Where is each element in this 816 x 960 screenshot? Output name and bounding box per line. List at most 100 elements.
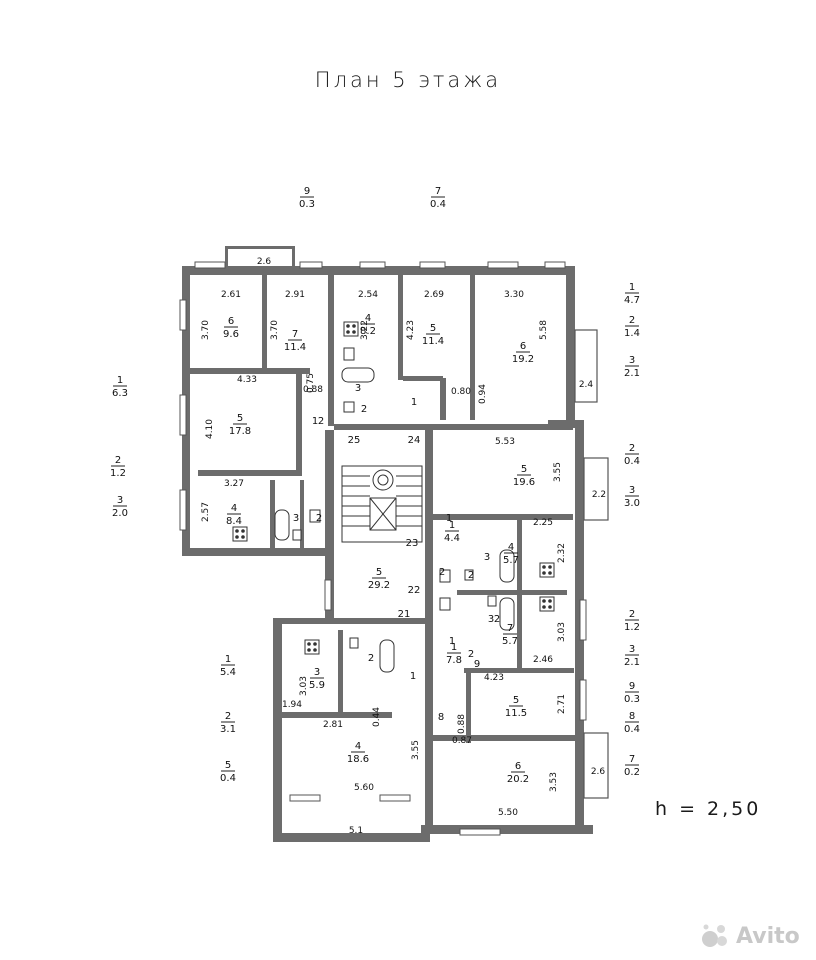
room-index-number: 2 bbox=[439, 567, 445, 578]
dimension-label: 5.60 bbox=[354, 783, 374, 793]
outside-label-area: 5.4 bbox=[220, 667, 236, 678]
dimension-label: 5.58 bbox=[539, 320, 549, 340]
dimension-label: 2.71 bbox=[557, 694, 567, 714]
dimension-label: 2.91 bbox=[285, 290, 305, 300]
avito-logo-icon bbox=[702, 924, 727, 947]
outside-label-area: 1.4 bbox=[624, 328, 640, 339]
dimension-label: 4.23 bbox=[484, 673, 504, 683]
room-label-area: 17.8 bbox=[229, 426, 251, 437]
room-label-area: 8.4 bbox=[226, 516, 242, 527]
room-index-number: 2 bbox=[468, 570, 474, 581]
room-label-number: 1 bbox=[451, 642, 457, 653]
room-label-area: 5.9 bbox=[309, 680, 325, 691]
dimension-label: 2.61 bbox=[221, 290, 241, 300]
room-index-number: 23 bbox=[406, 538, 419, 549]
room-index-number: 25 bbox=[348, 435, 361, 446]
plan-title: План 5 этажа bbox=[314, 68, 502, 92]
outside-label-number: 3 bbox=[629, 355, 635, 366]
room-index-number: 2 bbox=[494, 614, 500, 625]
outside-label-number: 2 bbox=[629, 315, 635, 326]
dimension-label: 0.80 bbox=[451, 387, 471, 397]
room-label-area: 5.7 bbox=[503, 555, 519, 566]
outside-label-area: 6.3 bbox=[112, 388, 128, 399]
avito-watermark: Avito bbox=[700, 920, 800, 952]
room-label-number: 4 bbox=[365, 313, 371, 324]
room-label-area: 4.4 bbox=[444, 533, 460, 544]
outside-label-number: 2 bbox=[115, 455, 121, 466]
room-label-area: 11.5 bbox=[505, 708, 527, 719]
room-label-number: 3 bbox=[314, 667, 320, 678]
dimension-label: 0.87 bbox=[452, 736, 472, 746]
dimension-label: 2.81 bbox=[323, 720, 343, 730]
dimension-label: 3.30 bbox=[504, 290, 524, 300]
outside-label-number: 3 bbox=[117, 495, 123, 506]
room-label-area: 9.6 bbox=[223, 329, 239, 340]
room-label-number: 5 bbox=[513, 695, 519, 706]
outside-label-number: 8 bbox=[629, 711, 635, 722]
room-label-number: 4 bbox=[231, 503, 237, 514]
dimension-label: 1.94 bbox=[282, 700, 302, 710]
outside-label-number: 2 bbox=[225, 711, 231, 722]
room-index-number: 21 bbox=[398, 609, 411, 620]
dimension-label: 5.53 bbox=[495, 437, 515, 447]
room-index-number: 8 bbox=[438, 712, 444, 723]
dimension-label: 0.75 bbox=[306, 373, 316, 393]
fixtures bbox=[232, 321, 555, 673]
dimension-label: 3.03 bbox=[299, 676, 309, 696]
room-index-number: 3 bbox=[355, 383, 361, 394]
outside-label-area: 0.4 bbox=[430, 199, 446, 210]
room-label-area: 11.4 bbox=[422, 336, 444, 347]
room-index-number: 2 bbox=[368, 653, 374, 664]
outside-label-number: 1 bbox=[629, 282, 635, 293]
dimension-label: 0.88 bbox=[457, 714, 467, 734]
dimension-label: 2.2 bbox=[592, 490, 606, 500]
dimension-label: 3.22 bbox=[360, 320, 370, 340]
outside-label-number: 3 bbox=[629, 485, 635, 496]
room-label-area: 11.4 bbox=[284, 342, 306, 353]
room-index-number: 24 bbox=[408, 435, 421, 446]
room-index-number: 2 bbox=[318, 416, 324, 427]
room-index-number: 9 bbox=[474, 659, 480, 670]
outside-label-area: 1.2 bbox=[624, 622, 640, 633]
dimension-label: 3.53 bbox=[549, 772, 559, 792]
dimension-label: 2.46 bbox=[533, 655, 553, 665]
room-index-number: 22 bbox=[408, 585, 421, 596]
room-index-number: 2 bbox=[316, 513, 322, 524]
windows bbox=[179, 261, 587, 836]
room-label-number: 5 bbox=[237, 413, 243, 424]
room-index-number: 1 bbox=[446, 513, 452, 524]
room-index-number: 1 bbox=[411, 397, 417, 408]
dimension-label: 4.33 bbox=[237, 375, 257, 385]
outside-label-area: 2.1 bbox=[624, 657, 640, 668]
dimension-label: 2.32 bbox=[557, 543, 567, 563]
dimension-label: 5.1 bbox=[349, 826, 363, 836]
dimension-label: 2.57 bbox=[201, 502, 211, 522]
room-label-area: 29.2 bbox=[368, 580, 390, 591]
dimension-label: 5.50 bbox=[498, 808, 518, 818]
outside-label-area: 3.1 bbox=[220, 724, 236, 735]
room-label-number: 1 bbox=[449, 520, 455, 531]
room-label-number: 7 bbox=[507, 623, 513, 634]
outside-label-area: 3.0 bbox=[624, 498, 640, 509]
room-label-number: 4 bbox=[508, 542, 514, 553]
outside-label-area: 0.4 bbox=[624, 724, 640, 735]
outside-label-area: 0.3 bbox=[624, 694, 640, 705]
dimension-label: 0.44 bbox=[372, 707, 382, 727]
dimension-label: 2.69 bbox=[424, 290, 444, 300]
room-label-area: 5.7 bbox=[502, 636, 518, 647]
dimension-label: 0.88 bbox=[303, 385, 323, 395]
room-label-number: 7 bbox=[292, 329, 298, 340]
dimension-label: 4.10 bbox=[205, 419, 215, 439]
outside-label-area: 2.1 bbox=[624, 368, 640, 379]
room-index-number: 1 bbox=[312, 416, 318, 427]
outside-label-number: 2 bbox=[629, 609, 635, 620]
room-label-number: 6 bbox=[520, 341, 526, 352]
room-label-area: 20.2 bbox=[507, 774, 529, 785]
dimension-label: 2.54 bbox=[358, 290, 378, 300]
room-label-number: 6 bbox=[515, 761, 521, 772]
dimension-label: 3.70 bbox=[201, 320, 211, 340]
outside-label-number: 1 bbox=[225, 654, 231, 665]
outside-label-number: 5 bbox=[225, 760, 231, 771]
